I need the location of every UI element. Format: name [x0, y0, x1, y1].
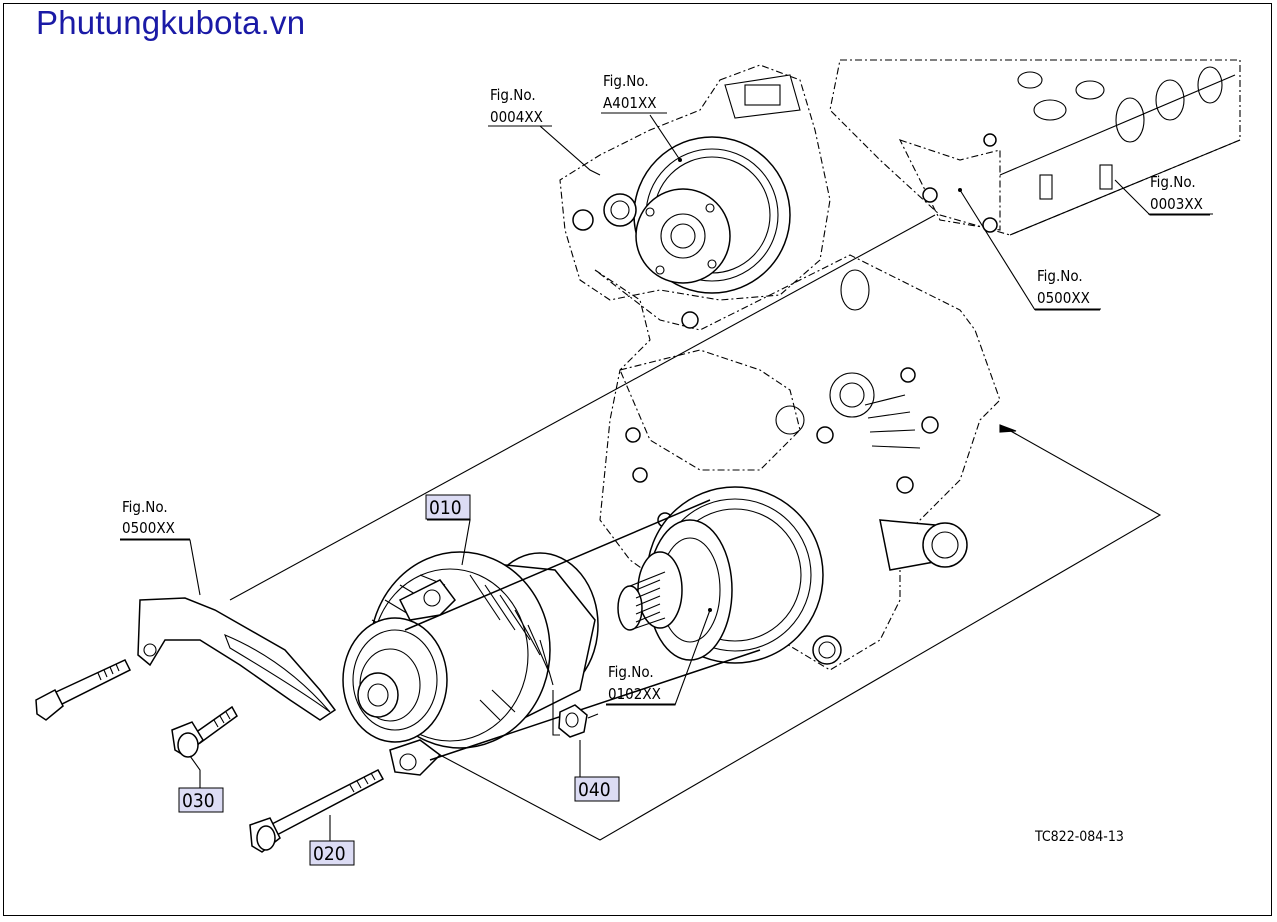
part-number-text: 010 — [429, 497, 462, 519]
part-number-text: 020 — [313, 843, 346, 865]
part-number-030[interactable]: 030 — [178, 787, 224, 813]
part-number-text: 030 — [182, 790, 215, 812]
part-number-text: 040 — [578, 779, 611, 801]
fig-ref-label: Fig.No. — [603, 72, 649, 90]
site-title[interactable]: Phutungkubota.vn — [36, 4, 306, 41]
water-pump-housing — [559, 64, 831, 301]
fig-ref-label: Fig.No. — [608, 663, 654, 681]
nut-040[interactable] — [558, 704, 599, 738]
fig-ref-label: Fig.No. — [490, 86, 536, 104]
fig-ref-code: 0500XX — [1037, 289, 1090, 307]
alternator[interactable] — [342, 551, 599, 776]
part-number-010[interactable]: 010 — [425, 494, 471, 520]
fig-ref-code: A401XX — [603, 94, 656, 112]
leader-lines — [120, 114, 1210, 843]
assembly-outline — [229, 214, 1162, 841]
drawing-code: TC822-084-13 — [1034, 829, 1124, 845]
fig-ref-code: 0102XX — [608, 685, 661, 703]
fig-ref-0004xx[interactable]: Fig.No. 0004XX — [488, 86, 552, 127]
diagram-frame — [3, 3, 1272, 916]
part-number-020[interactable]: 020 — [309, 840, 355, 866]
fan-belt — [404, 499, 761, 761]
part-number-040[interactable]: 040 — [574, 776, 620, 802]
fig-ref-code: 0500XX — [122, 519, 175, 537]
fig-ref-code: 0003XX — [1150, 195, 1203, 213]
fig-ref-0102xx[interactable]: Fig.No. 0102XX — [606, 663, 675, 705]
bolt-020[interactable] — [249, 769, 385, 853]
bolt-030[interactable] — [171, 705, 238, 758]
fig-ref-label: Fig.No. — [1037, 267, 1083, 285]
fig-ref-label: Fig.No. — [122, 498, 168, 516]
bolt-bracket — [35, 659, 132, 721]
fig-ref-a401xx[interactable]: Fig.No. A401XX — [601, 72, 667, 114]
fig-ref-label: Fig.No. — [1150, 173, 1196, 191]
crank-pulley — [617, 486, 824, 664]
cylinder-block — [829, 59, 1241, 236]
fig-ref-0500xx-right[interactable]: Fig.No. 0500XX — [1035, 267, 1101, 310]
adjusting-bracket — [137, 597, 337, 721]
fig-ref-code: 0004XX — [490, 108, 543, 126]
fig-ref-0500xx-left[interactable]: Fig.No. 0500XX — [120, 498, 190, 540]
fig-ref-0003xx[interactable]: Fig.No. 0003XX — [1148, 173, 1213, 215]
